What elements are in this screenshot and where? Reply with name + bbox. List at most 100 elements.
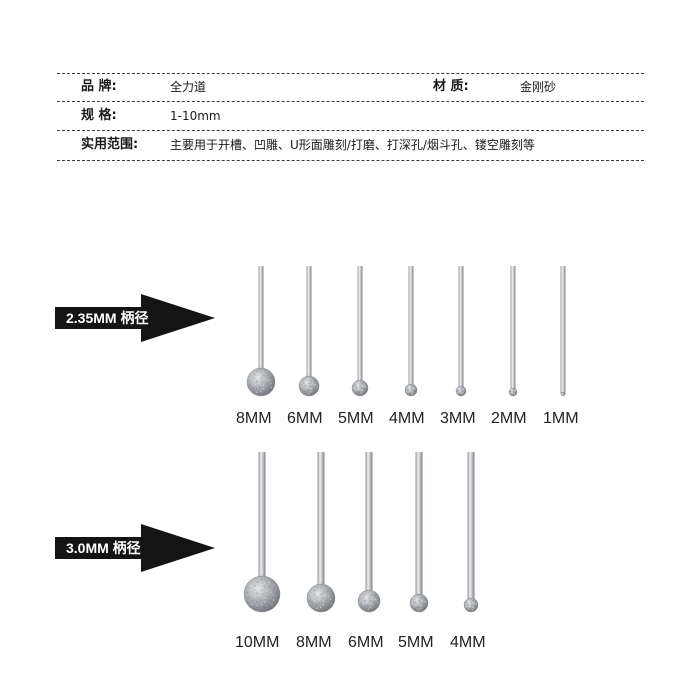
bit-grit (254, 589, 256, 591)
bit-grit (255, 388, 257, 390)
bit-grit (260, 584, 262, 586)
spec-row-usage: 实用范围: 主要用于开槽、凹雕、U形面雕刻/打磨、打深孔/烟斗孔、镂空雕刻等 (57, 133, 644, 157)
bit-grit (272, 588, 274, 590)
bit-grit (363, 602, 365, 604)
bit-grit (313, 593, 316, 595)
bit-grit (314, 599, 316, 602)
bit-grit (409, 392, 411, 395)
burr-bit (404, 266, 418, 397)
bit-grit (472, 606, 474, 608)
bit-grit (377, 601, 379, 603)
bit-shank (306, 266, 312, 378)
bit-grit (366, 602, 368, 604)
arrow-235 (55, 294, 215, 342)
bit-grit (313, 379, 316, 382)
bit-grit (463, 391, 466, 393)
bit-grit (304, 384, 306, 386)
bit-grit (513, 393, 515, 395)
material-label: 材 质: (433, 79, 469, 94)
bit-grit (263, 375, 265, 377)
burr-bit (357, 452, 381, 613)
size-label: 3MM (440, 410, 476, 427)
bit-grit (248, 596, 250, 599)
bit-grit (260, 604, 263, 606)
bit-grit (263, 607, 265, 609)
arrow-shape (55, 294, 215, 342)
bit-grit (328, 595, 330, 597)
burr-bit (298, 266, 320, 397)
bit-grit (309, 600, 311, 602)
bit-grit (310, 388, 312, 390)
bit-grit (249, 384, 251, 386)
bit-grit (314, 390, 316, 392)
bit-grit (420, 607, 422, 610)
bit-grit (364, 391, 366, 393)
bit-grit (423, 606, 425, 609)
bit-grit (411, 602, 413, 604)
burr-bit (246, 266, 276, 397)
bit-grit (262, 384, 264, 386)
arrow-label-235: 2.35MM 柄径 (66, 310, 149, 326)
bit-grit (325, 606, 327, 608)
bit-grit (407, 388, 409, 391)
spec-row-brand-material: 品 牌: 全力道 材 质: 金刚砂 (57, 75, 644, 99)
bit-grit (374, 605, 376, 607)
bit-grit (420, 604, 422, 607)
bit-grit (411, 394, 413, 396)
brand-value: 全力道 (170, 80, 207, 94)
bit-grit (327, 603, 329, 605)
bit-grit (264, 597, 266, 599)
bit-grit (255, 380, 258, 382)
bit-shank (415, 452, 423, 596)
bit-grit (465, 601, 467, 603)
bit-grit (265, 390, 267, 392)
bit-grit (316, 586, 318, 588)
bit-grit (419, 602, 421, 604)
bit-grit (373, 602, 375, 604)
bit-grit (251, 593, 253, 596)
size-label: 8MM (296, 634, 332, 651)
bit-grit (363, 389, 365, 391)
bit-grit (511, 394, 513, 396)
bit-grit (474, 605, 476, 608)
bit-grit (264, 378, 266, 380)
bit-grit (460, 388, 462, 390)
bit-grit (250, 584, 252, 587)
bit-grit (260, 378, 262, 380)
bit-grit (561, 394, 563, 396)
bit-grit (322, 604, 324, 606)
bit-grit (259, 599, 261, 601)
burr-bit (306, 452, 336, 613)
bit-grit (314, 384, 317, 386)
bit-grit (511, 388, 513, 390)
bit-grit (316, 386, 318, 388)
bit-grit (352, 387, 354, 389)
bit-grit (371, 594, 373, 597)
bit-ball-head (306, 583, 336, 613)
spec-divider (57, 73, 644, 74)
bit-grit (406, 386, 408, 389)
bit-grit (358, 391, 360, 393)
bit-grit (261, 589, 263, 591)
bit-ball-head (298, 375, 320, 397)
bit-grit (264, 586, 266, 588)
burr-bit (243, 452, 281, 613)
bit-grit (461, 392, 464, 394)
bit-grit (412, 391, 414, 393)
bit-grit (420, 597, 422, 599)
bit-grit (308, 382, 310, 384)
burr-bit (508, 266, 518, 397)
spec-value: 1-10mm (170, 109, 221, 123)
bit-grit (462, 386, 464, 388)
bit-grit (416, 598, 418, 600)
bit-grit (364, 606, 366, 608)
bit-grit (312, 603, 314, 605)
bit-grit (252, 600, 254, 602)
bit-ball-head (455, 385, 467, 397)
bit-grit (423, 597, 425, 599)
bit-grit (362, 385, 364, 387)
bit-grit (472, 609, 474, 611)
size-label: 2MM (491, 410, 527, 427)
bit-grit (262, 388, 264, 390)
size-label: 1MM (543, 410, 579, 427)
